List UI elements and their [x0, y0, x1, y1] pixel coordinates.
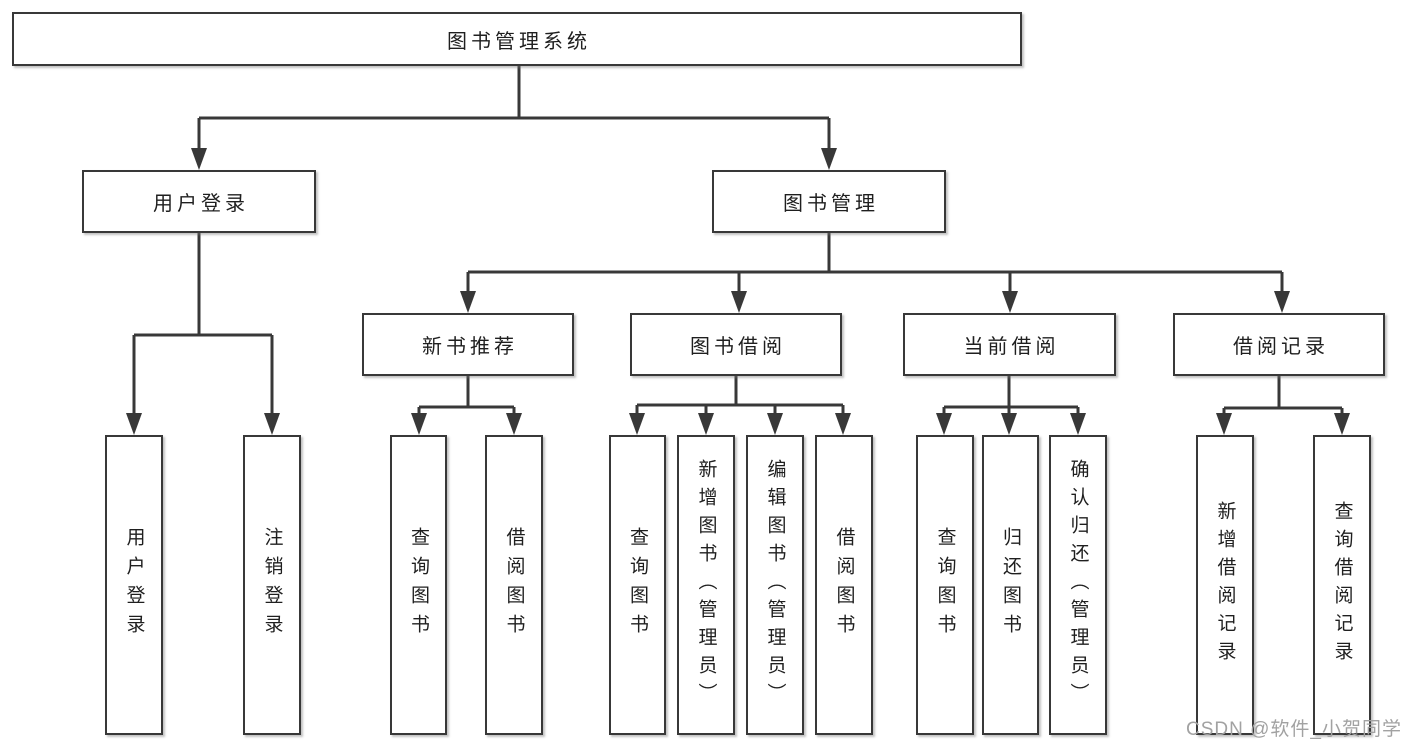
leaf-borrow-book: 借阅图书	[815, 435, 873, 735]
connector-borrow-records-to-leaves	[1216, 376, 1350, 435]
leaf-borrow-edit-book-label: 编辑图书（管理员）	[764, 459, 786, 711]
node-root-title: 图书管理系统	[12, 12, 1022, 66]
book-management-label: 图书管理	[783, 193, 879, 215]
leaf-newbooks-query-label: 查询图书	[408, 527, 429, 643]
leaf-borrow-edit-book: 编辑图书（管理员）	[746, 435, 804, 735]
node-user-login: 用户登录	[82, 170, 316, 233]
leaf-borrow-add-book: 新增图书（管理员）	[677, 435, 735, 735]
connector-book-management-to-level3	[460, 233, 1290, 313]
connector-user-login-to-leaves	[126, 233, 280, 435]
connector-new-books-to-leaves	[411, 376, 522, 435]
root-title-label: 图书管理系统	[447, 30, 591, 53]
leaf-current-query-label: 查询图书	[934, 527, 956, 643]
leaf-borrow-add-book-label: 新增图书（管理员）	[695, 459, 717, 711]
node-current-borrow: 当前借阅	[903, 313, 1116, 376]
connector-book-borrow-to-leaves	[629, 376, 851, 435]
current-borrow-label: 当前借阅	[963, 336, 1060, 358]
leaf-logout-label: 注销登录	[261, 527, 283, 643]
leaf-borrow-book-label: 借阅图书	[833, 527, 855, 643]
node-new-books: 新书推荐	[362, 313, 574, 376]
node-borrow-records: 借阅记录	[1173, 313, 1385, 376]
leaf-user-login-label: 用户登录	[123, 527, 145, 643]
node-book-borrow: 图书借阅	[630, 313, 842, 376]
leaf-newbooks-borrow-label: 借阅图书	[503, 527, 525, 643]
connector-current-borrow-to-leaves	[936, 376, 1086, 435]
node-book-management: 图书管理	[712, 170, 946, 233]
leaf-logout: 注销登录	[243, 435, 301, 735]
leaf-records-query-label: 查询借阅记录	[1331, 501, 1353, 669]
leaf-current-return: 归还图书	[982, 435, 1039, 735]
leaf-current-confirm-return-label: 确认归还（管理员）	[1067, 459, 1089, 711]
leaf-borrow-query-label: 查询图书	[627, 527, 648, 643]
leaf-current-query: 查询图书	[916, 435, 974, 735]
leaf-newbooks-query: 查询图书	[390, 435, 447, 735]
leaf-records-query: 查询借阅记录	[1313, 435, 1371, 735]
borrow-records-label: 借阅记录	[1233, 336, 1329, 358]
leaf-newbooks-borrow: 借阅图书	[485, 435, 543, 735]
leaf-current-return-label: 归还图书	[1000, 527, 1021, 643]
connector-root-to-level2	[191, 66, 837, 170]
leaf-records-add-label: 新增借阅记录	[1214, 501, 1236, 669]
new-books-label: 新书推荐	[422, 336, 518, 358]
book-borrow-label: 图书借阅	[690, 336, 786, 358]
leaf-user-login: 用户登录	[105, 435, 163, 735]
user-login-label: 用户登录	[153, 193, 249, 215]
leaf-records-add: 新增借阅记录	[1196, 435, 1254, 735]
leaf-current-confirm-return: 确认归还（管理员）	[1049, 435, 1107, 735]
leaf-borrow-query: 查询图书	[609, 435, 666, 735]
